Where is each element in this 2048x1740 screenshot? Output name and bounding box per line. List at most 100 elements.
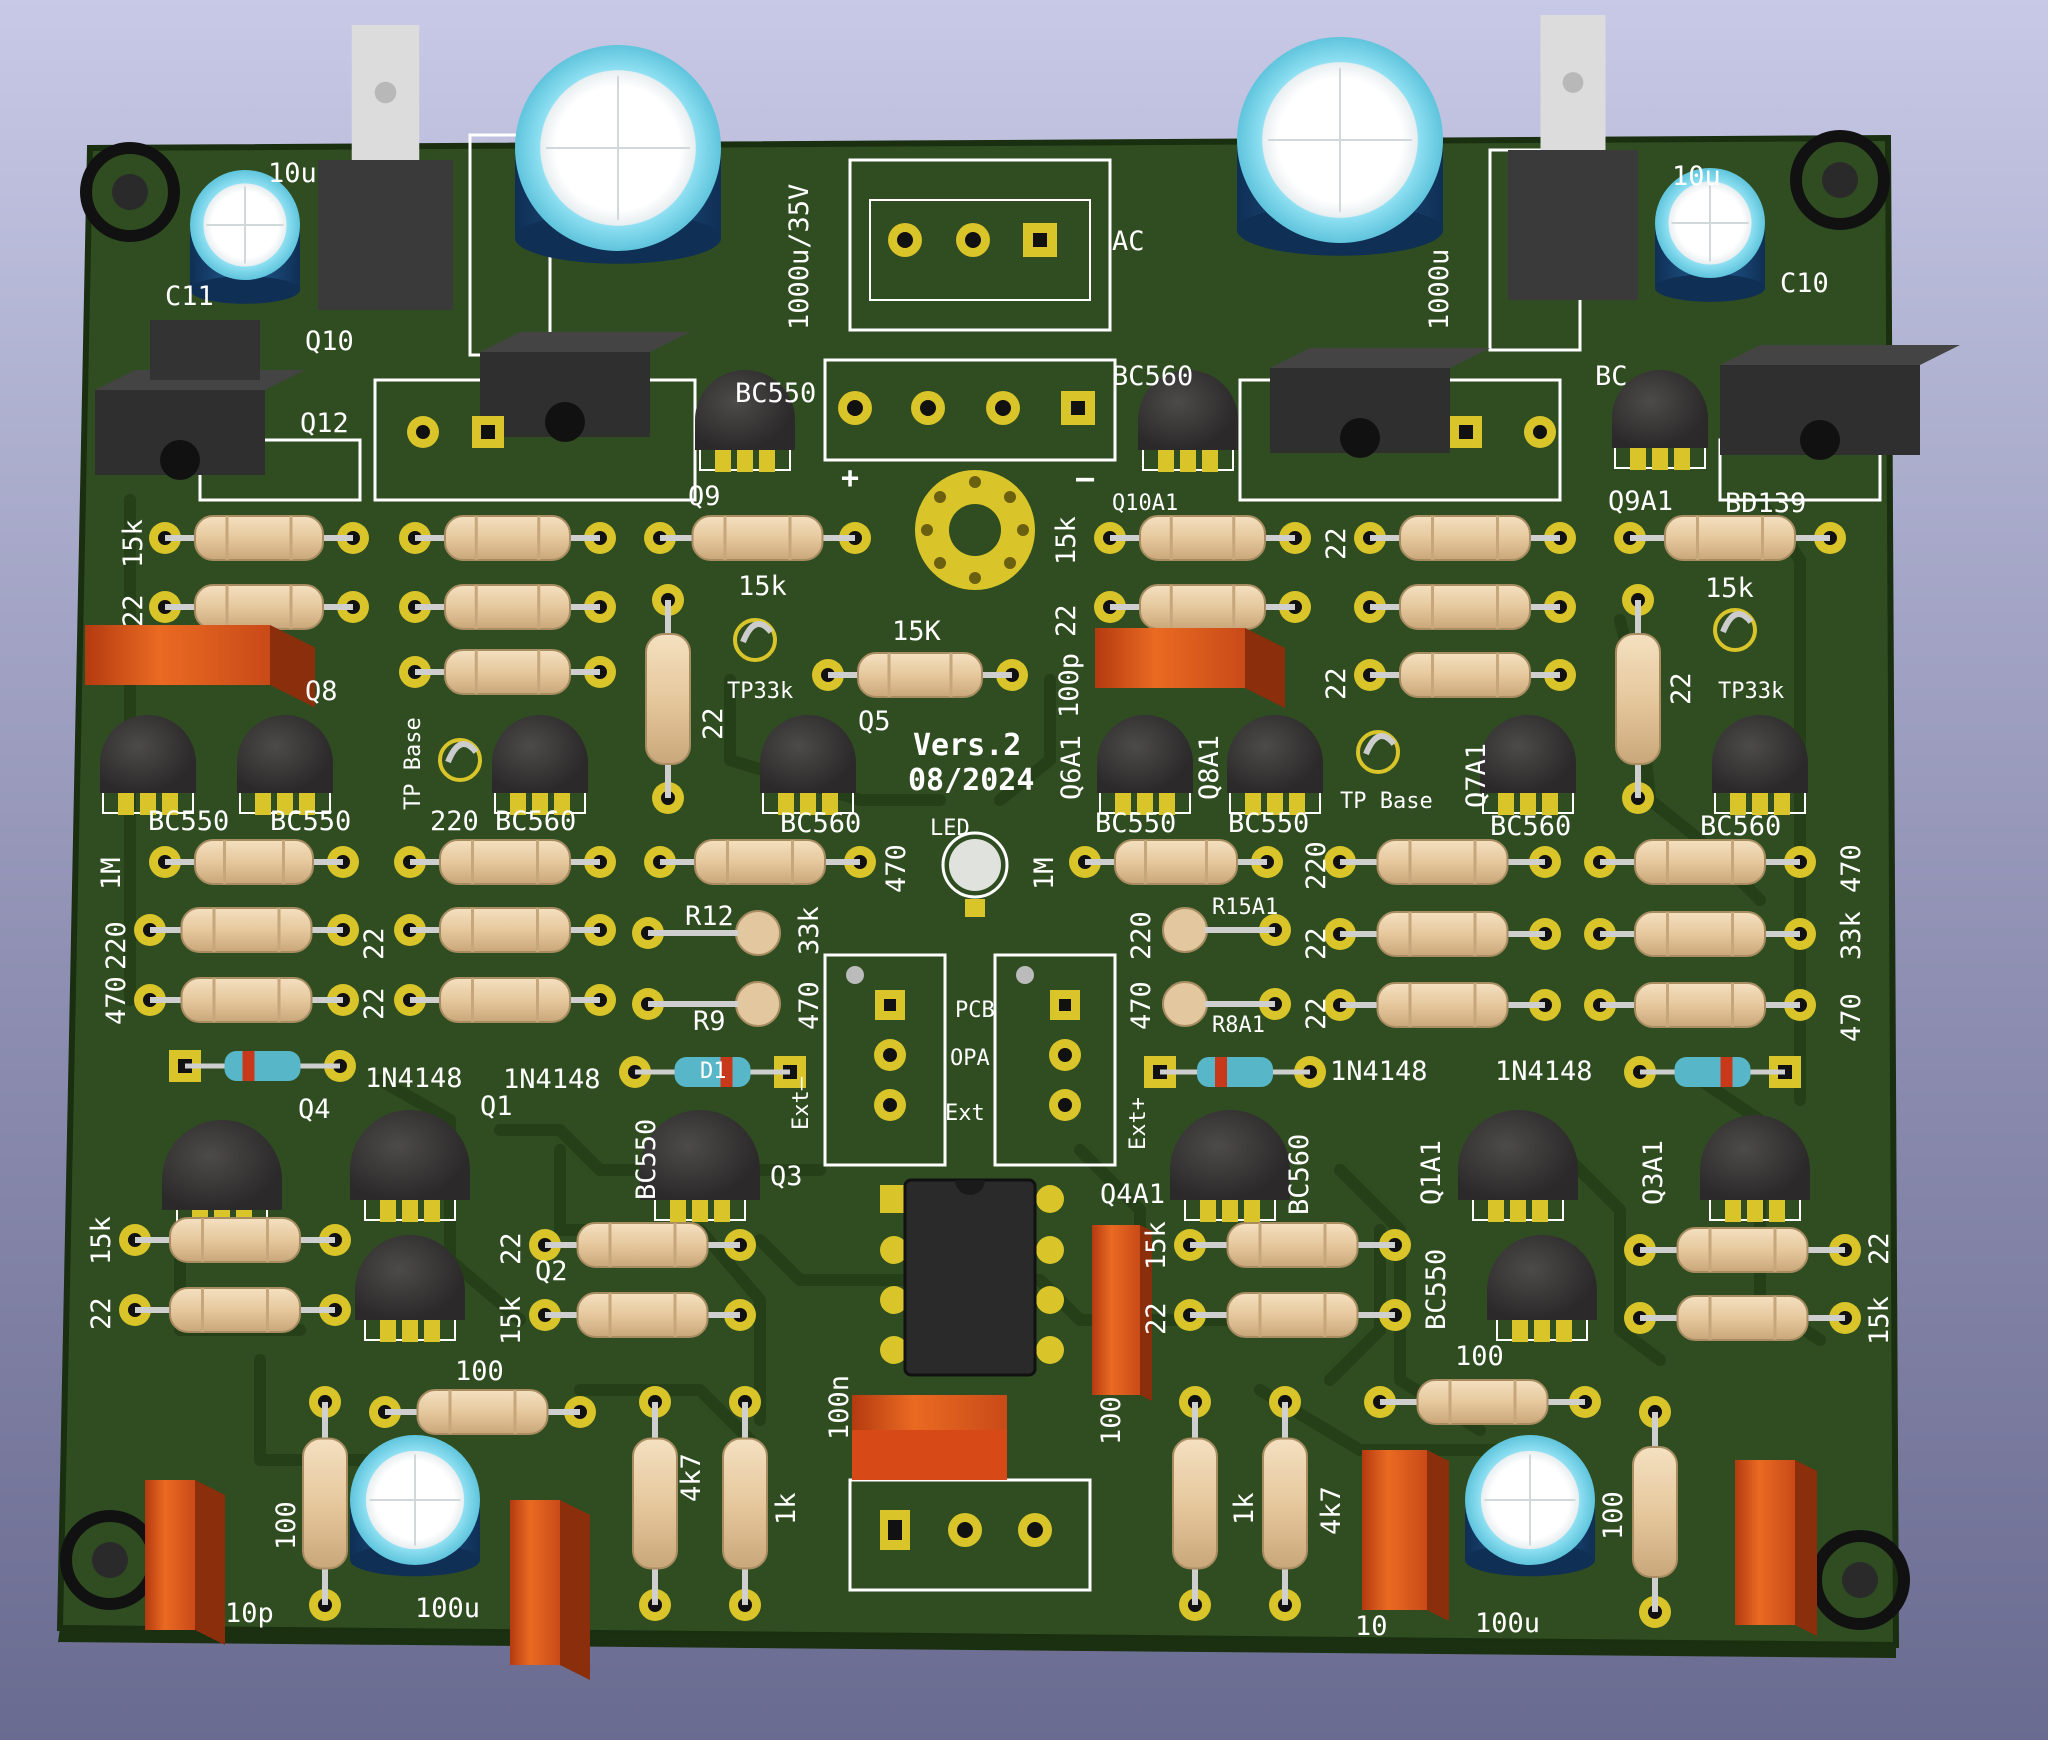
pad [380,1318,396,1342]
pad [140,791,156,815]
resistor [576,1222,709,1268]
resistor [444,649,571,695]
resistor [1399,515,1531,561]
silk-label: 22 [1301,927,1332,960]
diode-band [720,1057,733,1087]
resistor [439,839,571,885]
standing-resistor [1162,907,1208,953]
silk-label: 100u [415,1593,480,1624]
transistor [1712,715,1808,793]
pad [1180,448,1196,472]
silk-label: 1k [771,1492,802,1525]
ac-connector [848,158,1112,332]
silk-label: BC560 [1112,361,1193,392]
resistor [444,584,571,630]
silk-label: Vers.2 [913,728,1021,763]
silk-label: Q1A1 [1416,1140,1447,1205]
silk-label: + [841,461,859,496]
silk-label: 1M [1029,857,1060,890]
silk-label: 15k [1705,573,1754,604]
resistor [1416,1379,1549,1425]
silk-label: 10p [225,1598,274,1629]
pad [1244,1198,1260,1222]
transistor [350,1110,470,1200]
pad [1769,1198,1785,1222]
silk-label: R12 [685,901,734,932]
silk-label: BC550 [631,1119,662,1200]
pad [800,791,816,815]
resistor [1376,839,1509,885]
pad [1520,791,1536,815]
pad [118,791,134,815]
pad [1630,446,1646,470]
led [949,839,1001,891]
film-capacitor [1362,1450,1427,1610]
silk-label: TP33k [727,679,793,704]
pad [1202,448,1218,472]
silk-label: BD139 [1725,488,1806,519]
test-point-wire [740,621,774,644]
resistor [1262,1437,1308,1570]
silk-label: R15A1 [1212,895,1278,920]
silk-label: 33k [1836,911,1867,960]
standing-resistor [735,910,781,956]
pad-hole [1459,425,1473,439]
silk-label: BC550 [1228,808,1309,839]
resistor [302,1437,348,1570]
silk-label: Q12 [300,408,349,439]
transistor [1487,1235,1597,1320]
pad [1674,446,1690,470]
film-capacitor [510,1500,560,1665]
power-transistor [1508,150,1638,300]
silk-label: Q1 [480,1091,513,1122]
film-capacitor [1092,1225,1140,1395]
film-capacitor-side [195,1480,225,1645]
silk-label: 22 [1141,1302,1172,1335]
silk-label: Q9A1 [1608,486,1673,517]
silk-label: 220 BC560 [430,806,576,837]
test-point-wire [445,741,479,764]
silk-label: 10 [1355,1611,1388,1642]
silk-label: BC [1595,361,1628,392]
pad [299,791,315,815]
silk-label: R8A1 [1212,1013,1265,1038]
resistor [1632,1446,1678,1578]
pad [1532,1198,1548,1222]
pad [554,791,570,815]
silk-label: 100 [271,1501,302,1550]
silk-label: 22 [86,1297,117,1330]
silk-label: 22 [1666,672,1697,705]
silk-label: Q10A1 [1112,491,1178,516]
resistor [1114,839,1238,885]
tab-hole [374,81,397,104]
standing-resistor [735,981,781,1027]
silk-label: 1M [96,857,127,890]
opa-jumper-right [993,953,1117,1167]
pad [424,1318,440,1342]
pad [1510,1198,1526,1222]
resistor [194,584,324,630]
transistor [1227,715,1323,793]
silk-label: 1N4148 [503,1064,601,1095]
resistor [180,977,313,1023]
resistor [169,1217,301,1263]
silk-label: Q3 [770,1161,803,1192]
silk-label: Ext+ [1126,1097,1151,1150]
film-capacitor [852,1430,1007,1480]
silk-label: 22 [1864,1232,1895,1265]
test-point-ring [438,738,482,782]
pad [1774,791,1790,815]
silk-label: BC550 [1421,1249,1452,1330]
silk-label: Q6A1 [1056,735,1087,800]
heatsink-hole [160,440,200,480]
pad [255,791,271,815]
silk-label: 33k [794,906,825,955]
pad [1267,791,1283,815]
resistor [1226,1222,1359,1268]
heatsink-hole [545,402,585,442]
resistor [722,1437,768,1570]
pad [1137,791,1153,815]
silk-label: 100 [1455,1341,1504,1372]
power-connector [823,358,1117,462]
silk-label: 22 [1321,527,1352,560]
